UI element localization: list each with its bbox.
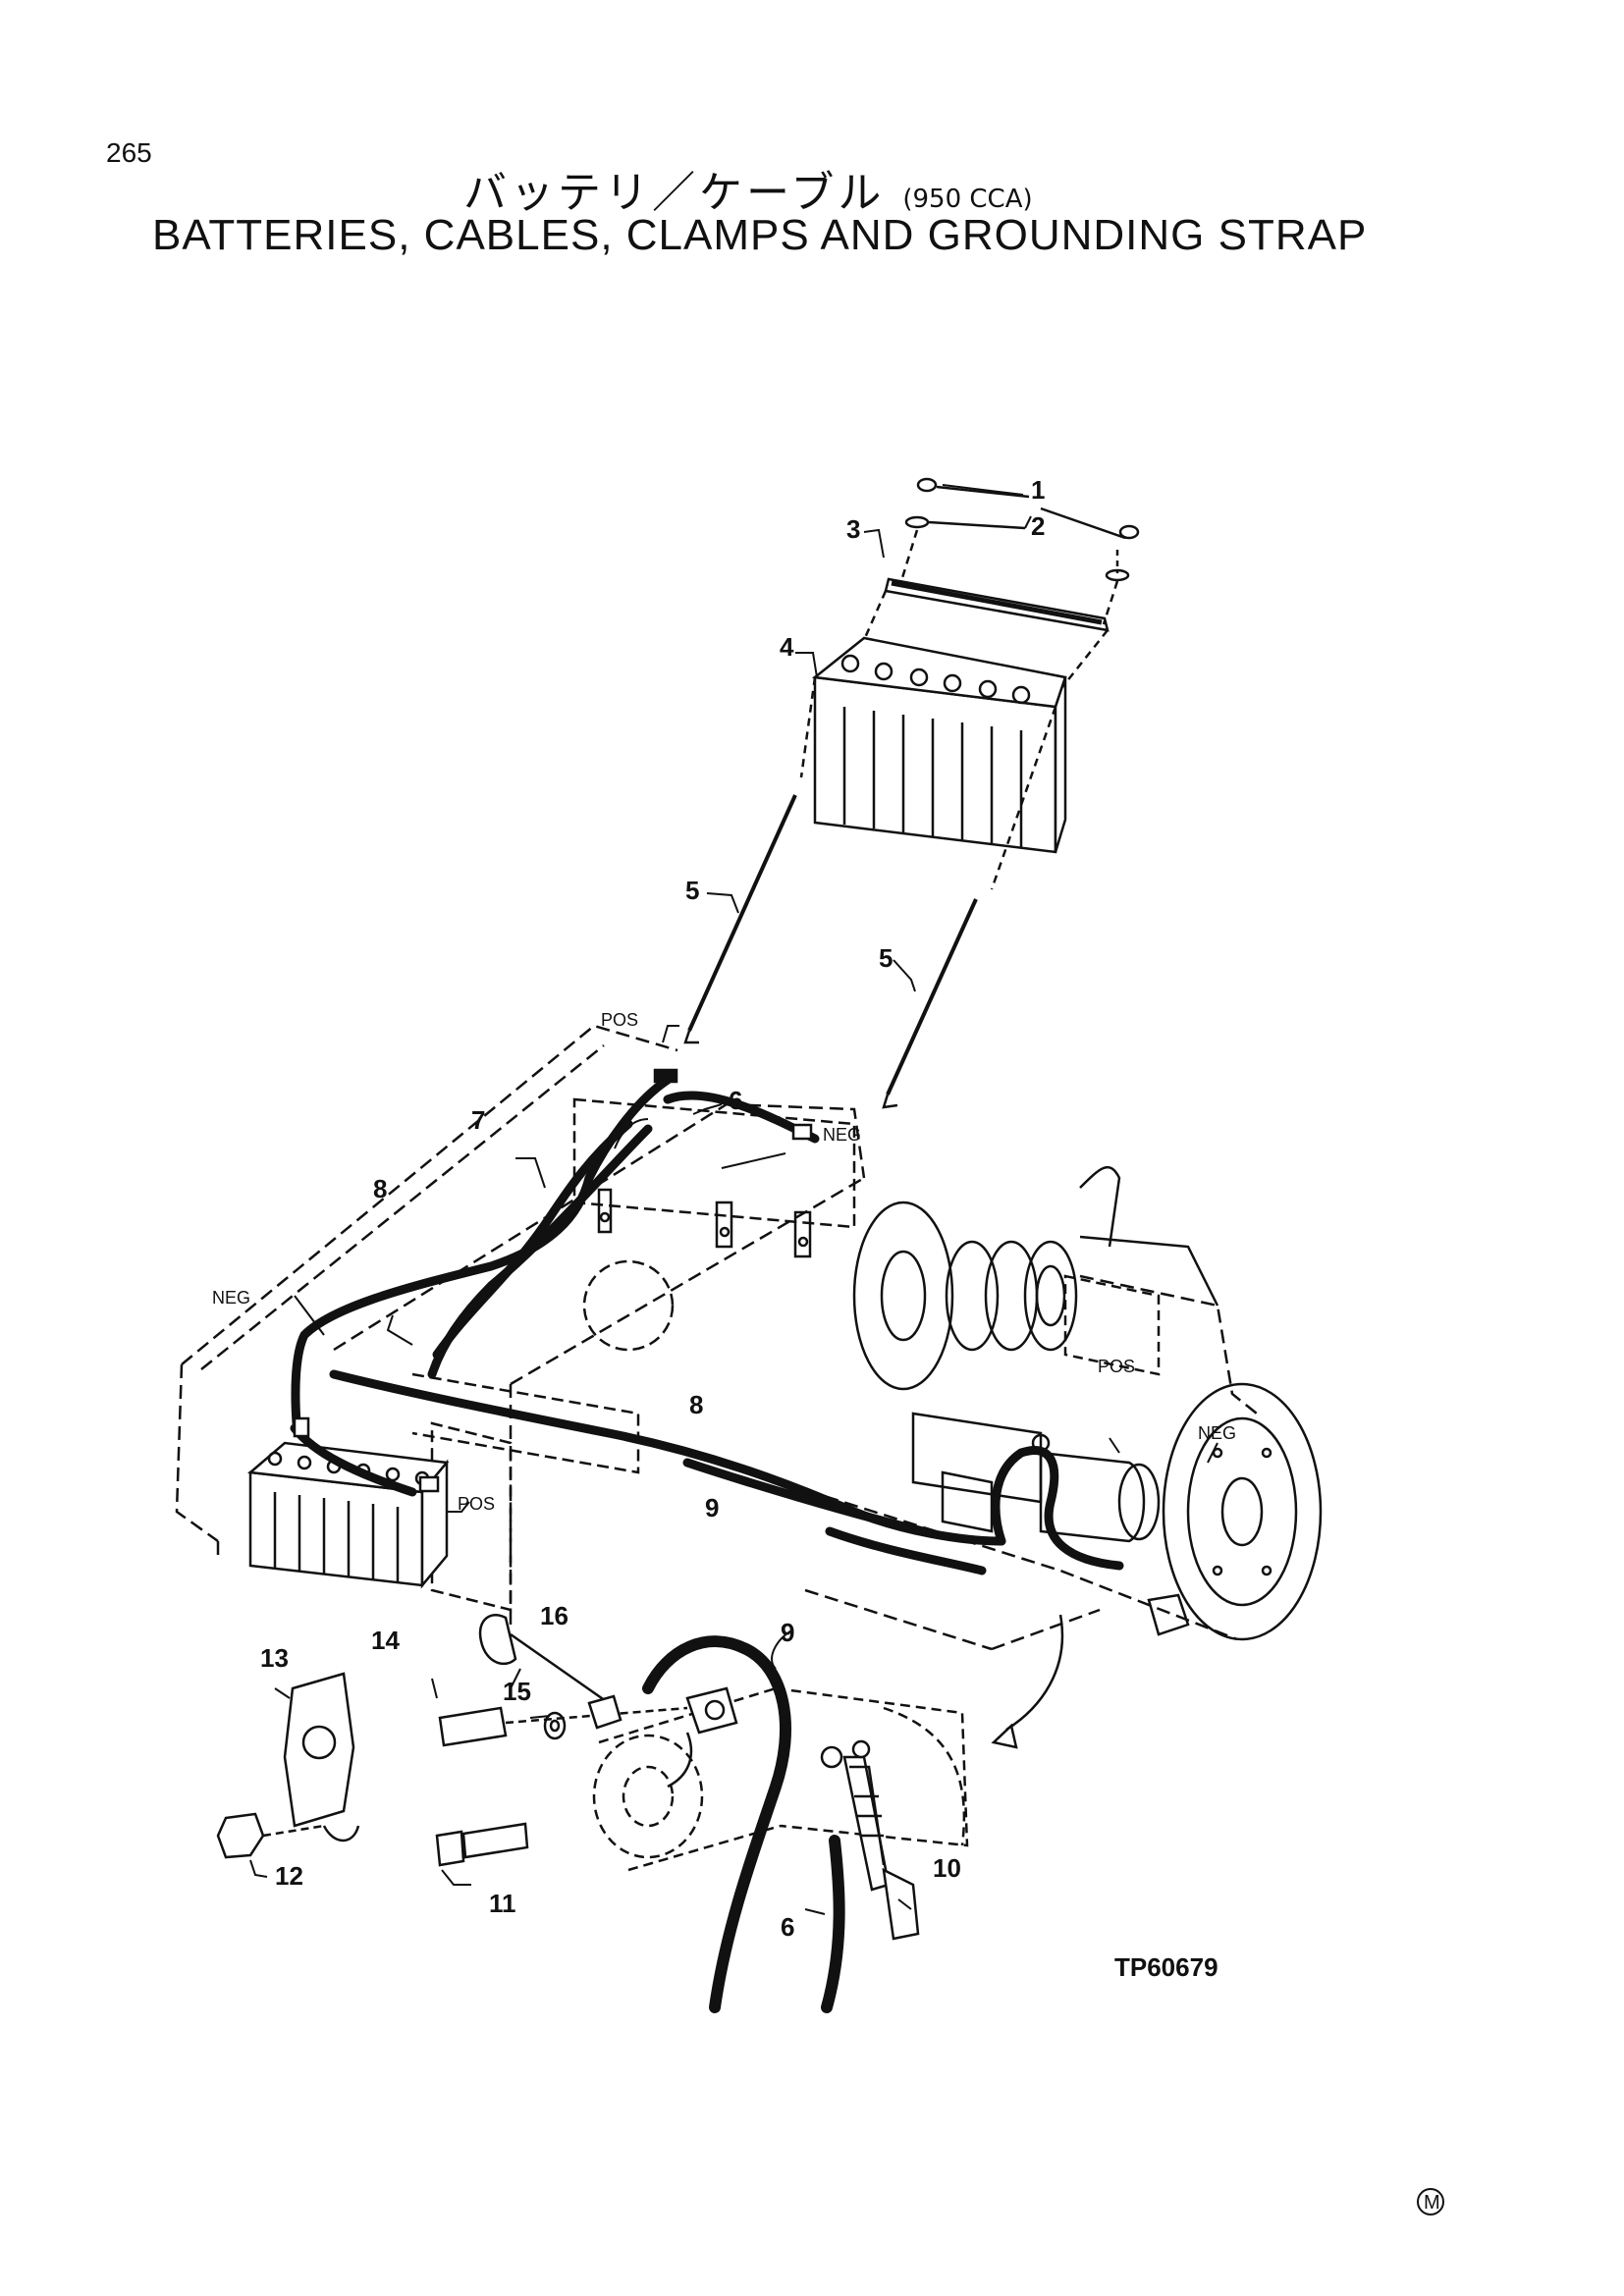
callout-11: 11 <box>489 1889 516 1918</box>
starter-cable <box>642 1635 845 2013</box>
callout-5-right: 5 <box>879 943 893 973</box>
callout-8-left: 8 <box>373 1174 387 1203</box>
callout-9-lower: 9 <box>781 1618 794 1647</box>
detail-arrow <box>991 1614 1064 1749</box>
lock-washer <box>543 1711 567 1740</box>
label-neg-left: NEG <box>212 1288 250 1308</box>
starter-protective-cap <box>283 1672 360 1842</box>
callout-10: 10 <box>933 1853 961 1883</box>
page-number: 265 <box>106 137 152 168</box>
leader-lines <box>249 484 1218 1915</box>
callout-8-center: 8 <box>689 1390 703 1419</box>
callout-6-upper: 6 <box>729 1086 742 1115</box>
callout-13: 13 <box>260 1643 289 1673</box>
battery-lower <box>247 1441 450 1589</box>
hold-down-bolts <box>916 477 1140 540</box>
callout-3: 3 <box>846 514 860 544</box>
hold-down-bracket <box>884 529 1119 632</box>
callout-15: 15 <box>503 1677 531 1706</box>
title-japanese-note: (950 CCA) <box>902 185 1033 214</box>
callout-6-lower: 6 <box>781 1912 794 1942</box>
hold-down-washers <box>904 515 1130 582</box>
hold-down-rods <box>683 794 978 1109</box>
engine <box>852 1166 1219 1543</box>
battery-cables <box>290 1075 1124 1575</box>
cap-nut <box>216 1812 325 1859</box>
battery-upper <box>799 590 1109 890</box>
callout-7: 7 <box>471 1105 485 1135</box>
callout-14: 14 <box>371 1626 400 1655</box>
frame-panel <box>411 1097 856 1612</box>
callout-9-upper: 9 <box>705 1493 719 1522</box>
title-japanese: バッテリ／ケーブル (950 CCA) <box>463 157 1033 220</box>
title-english: BATTERIES, CABLES, CLAMPS AND GROUNDING … <box>152 211 1368 259</box>
corner-mark: M <box>1424 2192 1440 2214</box>
corner-mark-circle <box>1417 2188 1444 2216</box>
title-japanese-text: バッテリ／ケーブル <box>463 168 886 218</box>
label-pos-top: POS <box>601 1010 638 1030</box>
figure-code: TP60679 <box>1114 1952 1218 1982</box>
callout-4: 4 <box>780 632 794 662</box>
callout-2: 2 <box>1031 511 1045 541</box>
solenoid-terminal <box>667 1686 738 1789</box>
rear-wheel <box>1147 1382 1323 1641</box>
callout-16: 16 <box>540 1601 568 1630</box>
callout-1: 1 <box>1031 475 1045 505</box>
label-neg-engine: NEG <box>1198 1423 1236 1443</box>
label-pos-engine: POS <box>1098 1357 1135 1376</box>
frame-brackets <box>597 1188 812 1258</box>
callout-12: 12 <box>275 1861 303 1891</box>
label-neg-top: NEG <box>823 1125 861 1145</box>
label-pos-left: POS <box>458 1494 495 1514</box>
grounding-strap <box>820 1739 920 1941</box>
terminal-nut-boot <box>478 1614 623 1730</box>
starter-bolt <box>435 1822 529 1867</box>
cable-terminals <box>293 1068 813 1493</box>
callout-5-left: 5 <box>685 876 699 905</box>
